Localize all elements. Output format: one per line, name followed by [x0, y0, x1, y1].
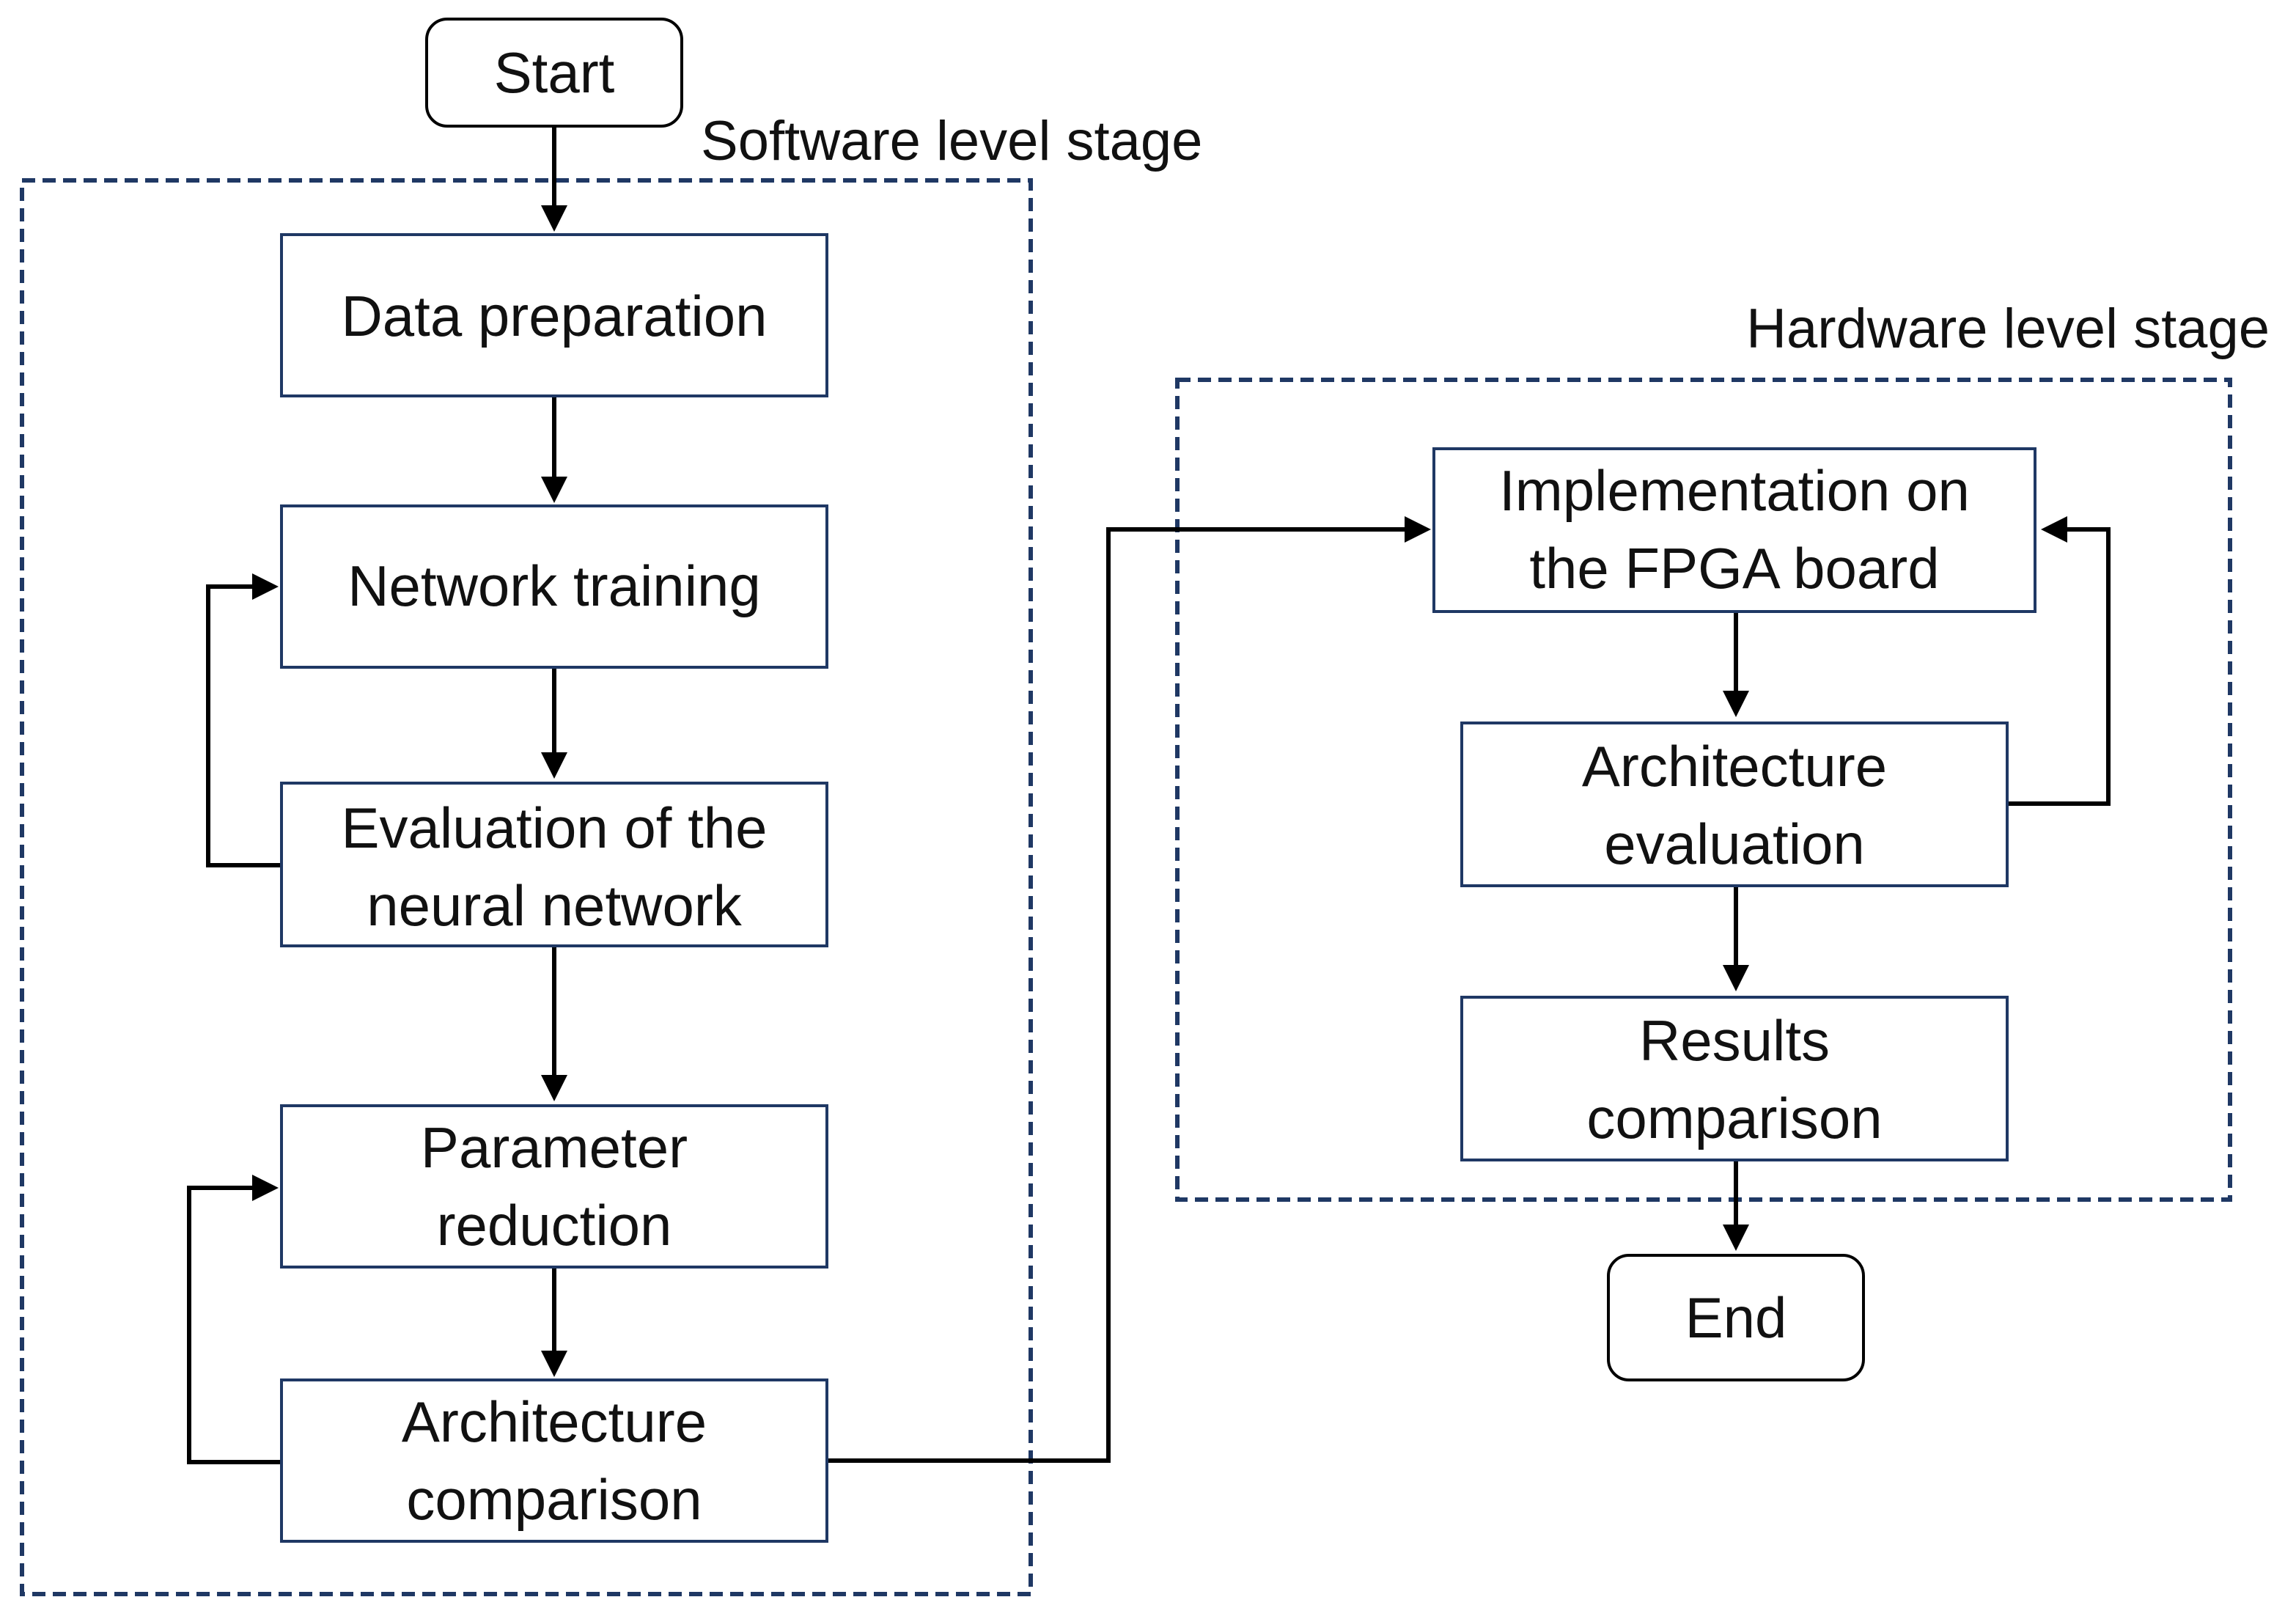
- results-comparison-label-line-1: Results: [1639, 1008, 1830, 1073]
- data-preparation-node: [280, 233, 828, 397]
- start-label: Start: [494, 40, 615, 105]
- hardware-stage-box: [1175, 378, 2232, 1202]
- evaluation-label-line-2: neural network: [367, 873, 743, 938]
- network-training-node: [280, 504, 828, 669]
- edge-software-to-hardware: [827, 516, 1431, 1463]
- evaluation-label-line-1: Evaluation of the: [341, 796, 767, 860]
- end-label: End: [1685, 1285, 1787, 1350]
- architecture-comparison-node: [280, 1378, 828, 1543]
- parameter-reduction-label-line-1: Parameter: [421, 1115, 688, 1180]
- architecture-evaluation-label-line-1: Architecture: [1582, 734, 1887, 799]
- edge-evaluation-feedback-to-network-training: [206, 573, 282, 867]
- implementation-fpga-label-line-1: Implementation on: [1499, 458, 1970, 523]
- architecture-evaluation-node: [1460, 722, 2009, 887]
- architecture-comparison-label-line-2: comparison: [406, 1467, 702, 1532]
- software-stage-box: [20, 178, 1033, 1596]
- data-preparation-label: Data preparation: [341, 284, 767, 348]
- architecture-evaluation-label-line-2: evaluation: [1604, 812, 1865, 876]
- software-stage-label: Software level stage: [701, 110, 1202, 172]
- implementation-fpga-label-line-2: the FPGA board: [1529, 536, 1939, 601]
- evaluation-node: [280, 782, 828, 947]
- end-node: [1607, 1254, 1865, 1381]
- implementation-fpga-node: [1432, 447, 2036, 613]
- parameter-reduction-node: [280, 1104, 828, 1269]
- hardware-stage-label: Hardware level stage: [1746, 298, 2270, 360]
- network-training-label: Network training: [347, 554, 761, 618]
- start-node: [425, 18, 683, 128]
- results-comparison-label-line-2: comparison: [1586, 1086, 1882, 1150]
- architecture-comparison-label-line-1: Architecture: [402, 1389, 707, 1454]
- edge-comparison-feedback-to-parameter-reduction: [187, 1175, 282, 1464]
- edge-evaluation-feedback-to-implementation: [2007, 516, 2111, 806]
- parameter-reduction-label-line-2: reduction: [437, 1193, 672, 1258]
- results-comparison-node: [1460, 996, 2009, 1161]
